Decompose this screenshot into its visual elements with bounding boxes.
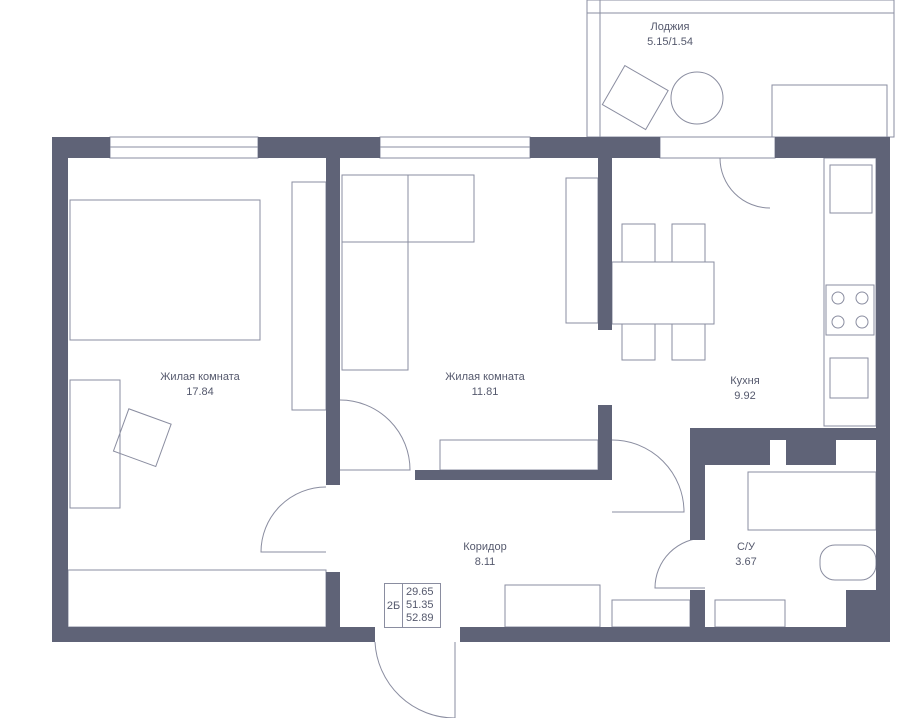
desk: [69, 379, 121, 509]
room-label-bathroom: С/У 3.67: [735, 540, 756, 570]
room-name: Кухня: [730, 375, 760, 387]
room-label-kitchen: Кухня 9.92: [730, 374, 759, 404]
tv-stand: [291, 181, 327, 411]
room-name: Коридор: [463, 541, 507, 553]
door-bedroom[interactable]: [260, 486, 327, 553]
loggia-wardrobe: [771, 84, 888, 138]
room-name: Жилая комната: [160, 371, 240, 383]
room-label-bedroom: Жилая комната 17.84: [160, 370, 239, 400]
door-kitchen[interactable]: [611, 439, 685, 513]
area-summary-box: 2Б 29.65 51.35 52.89: [384, 583, 441, 628]
total-area: 51.35: [406, 599, 434, 611]
door-bathroom[interactable]: [654, 537, 706, 589]
living-area: 29.65: [406, 586, 434, 598]
room-name: С/У: [736, 541, 755, 553]
wardrobe-bedroom: [67, 569, 327, 628]
room-area: 5.15/1.54: [647, 36, 693, 48]
entrance-door[interactable]: [374, 641, 456, 718]
dining-table: [611, 261, 715, 325]
room-area: 17.84: [186, 386, 214, 398]
room-area: 3.67: [735, 556, 757, 568]
room-area: 11.81: [471, 386, 499, 398]
room-area: 8.11: [474, 556, 496, 568]
door-living[interactable]: [339, 399, 411, 471]
corridor-wardrobe: [504, 584, 601, 628]
walls: [52, 137, 890, 642]
total-with-loggia: 52.89: [406, 612, 434, 624]
room-label-living: Жилая комната 11.81: [445, 370, 524, 400]
sofa-corner: [341, 174, 409, 371]
loggia-outline: [586, 0, 895, 138]
tv-cabinet: [565, 177, 599, 324]
room-name: Жилая комната: [445, 371, 525, 383]
door-loggia[interactable]: [719, 157, 771, 209]
toilet: [819, 544, 877, 581]
sink: [829, 357, 869, 399]
sideboard: [439, 439, 599, 471]
loggia-table: [670, 71, 724, 125]
room-label-loggia: Лоджия 5.15/1.54: [647, 20, 693, 50]
washbasin: [714, 599, 786, 628]
apartment-type: 2Б: [385, 584, 403, 627]
room-area: 9.92: [734, 390, 756, 402]
room-label-corridor: Коридор 8.11: [463, 540, 506, 570]
office-chair: [112, 408, 172, 468]
bed: [69, 199, 261, 341]
loggia-armchair: [601, 64, 669, 131]
stove: [825, 284, 875, 336]
room-name: Лоджия: [650, 21, 690, 33]
bathtub: [747, 471, 877, 531]
